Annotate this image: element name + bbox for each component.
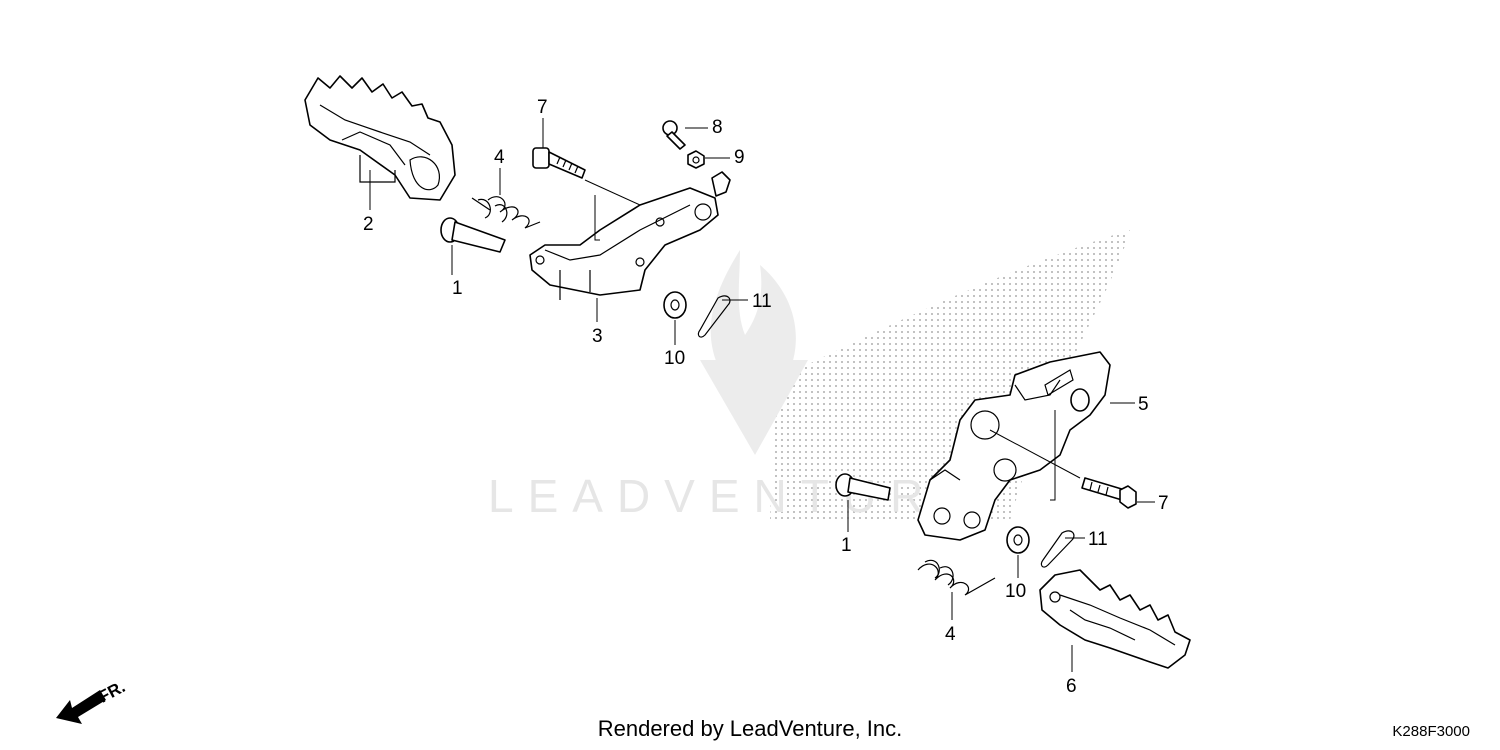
callout-left-9: 9 (734, 147, 745, 168)
left-pin (440, 217, 506, 253)
dotted-wing-background (770, 230, 1130, 520)
callout-left-10: 10 (664, 348, 685, 369)
callout-left-8: 8 (712, 117, 723, 138)
callout-right-5: 5 (1138, 394, 1149, 415)
footer-credit: Rendered by LeadVenture, Inc. (597, 716, 903, 741)
right-footpeg (1039, 569, 1191, 669)
callout-right-1: 1 (841, 535, 852, 556)
right-washer (1006, 526, 1030, 554)
left-footpeg (304, 75, 456, 201)
callout-right-10: 10 (1005, 581, 1026, 602)
callout-right-7: 7 (1158, 493, 1169, 514)
left-washer (663, 291, 687, 319)
callout-left-1: 1 (452, 278, 463, 299)
right-leader-lines (847, 402, 1155, 672)
right-bracket (917, 351, 1111, 541)
left-bracket (529, 171, 731, 300)
callout-left-2: 2 (363, 214, 374, 235)
callout-right-6: 6 (1066, 676, 1077, 697)
callout-right-4: 4 (945, 624, 956, 645)
drawing-code: K288F3000 (1392, 723, 1470, 740)
right-spring (917, 559, 996, 596)
left-leader-lines (369, 118, 748, 345)
callout-left-11: 11 (752, 291, 772, 312)
watermark-text: LEADVENTURE (488, 470, 982, 522)
callout-right-11: 11 (1088, 529, 1108, 550)
left-bolt (532, 147, 586, 179)
right-cotter-pin (1040, 530, 1075, 568)
watermark: LEADVENTURE (488, 250, 982, 522)
callout-left-4: 4 (494, 147, 505, 168)
left-nut (687, 150, 705, 169)
left-spring (471, 196, 541, 229)
callout-left-7: 7 (537, 97, 548, 118)
left-cotter-pin (697, 295, 731, 338)
callout-left-3: 3 (592, 326, 603, 347)
left-small-bolt (662, 120, 686, 150)
right-bolt (1081, 477, 1137, 509)
right-pin (835, 473, 891, 501)
